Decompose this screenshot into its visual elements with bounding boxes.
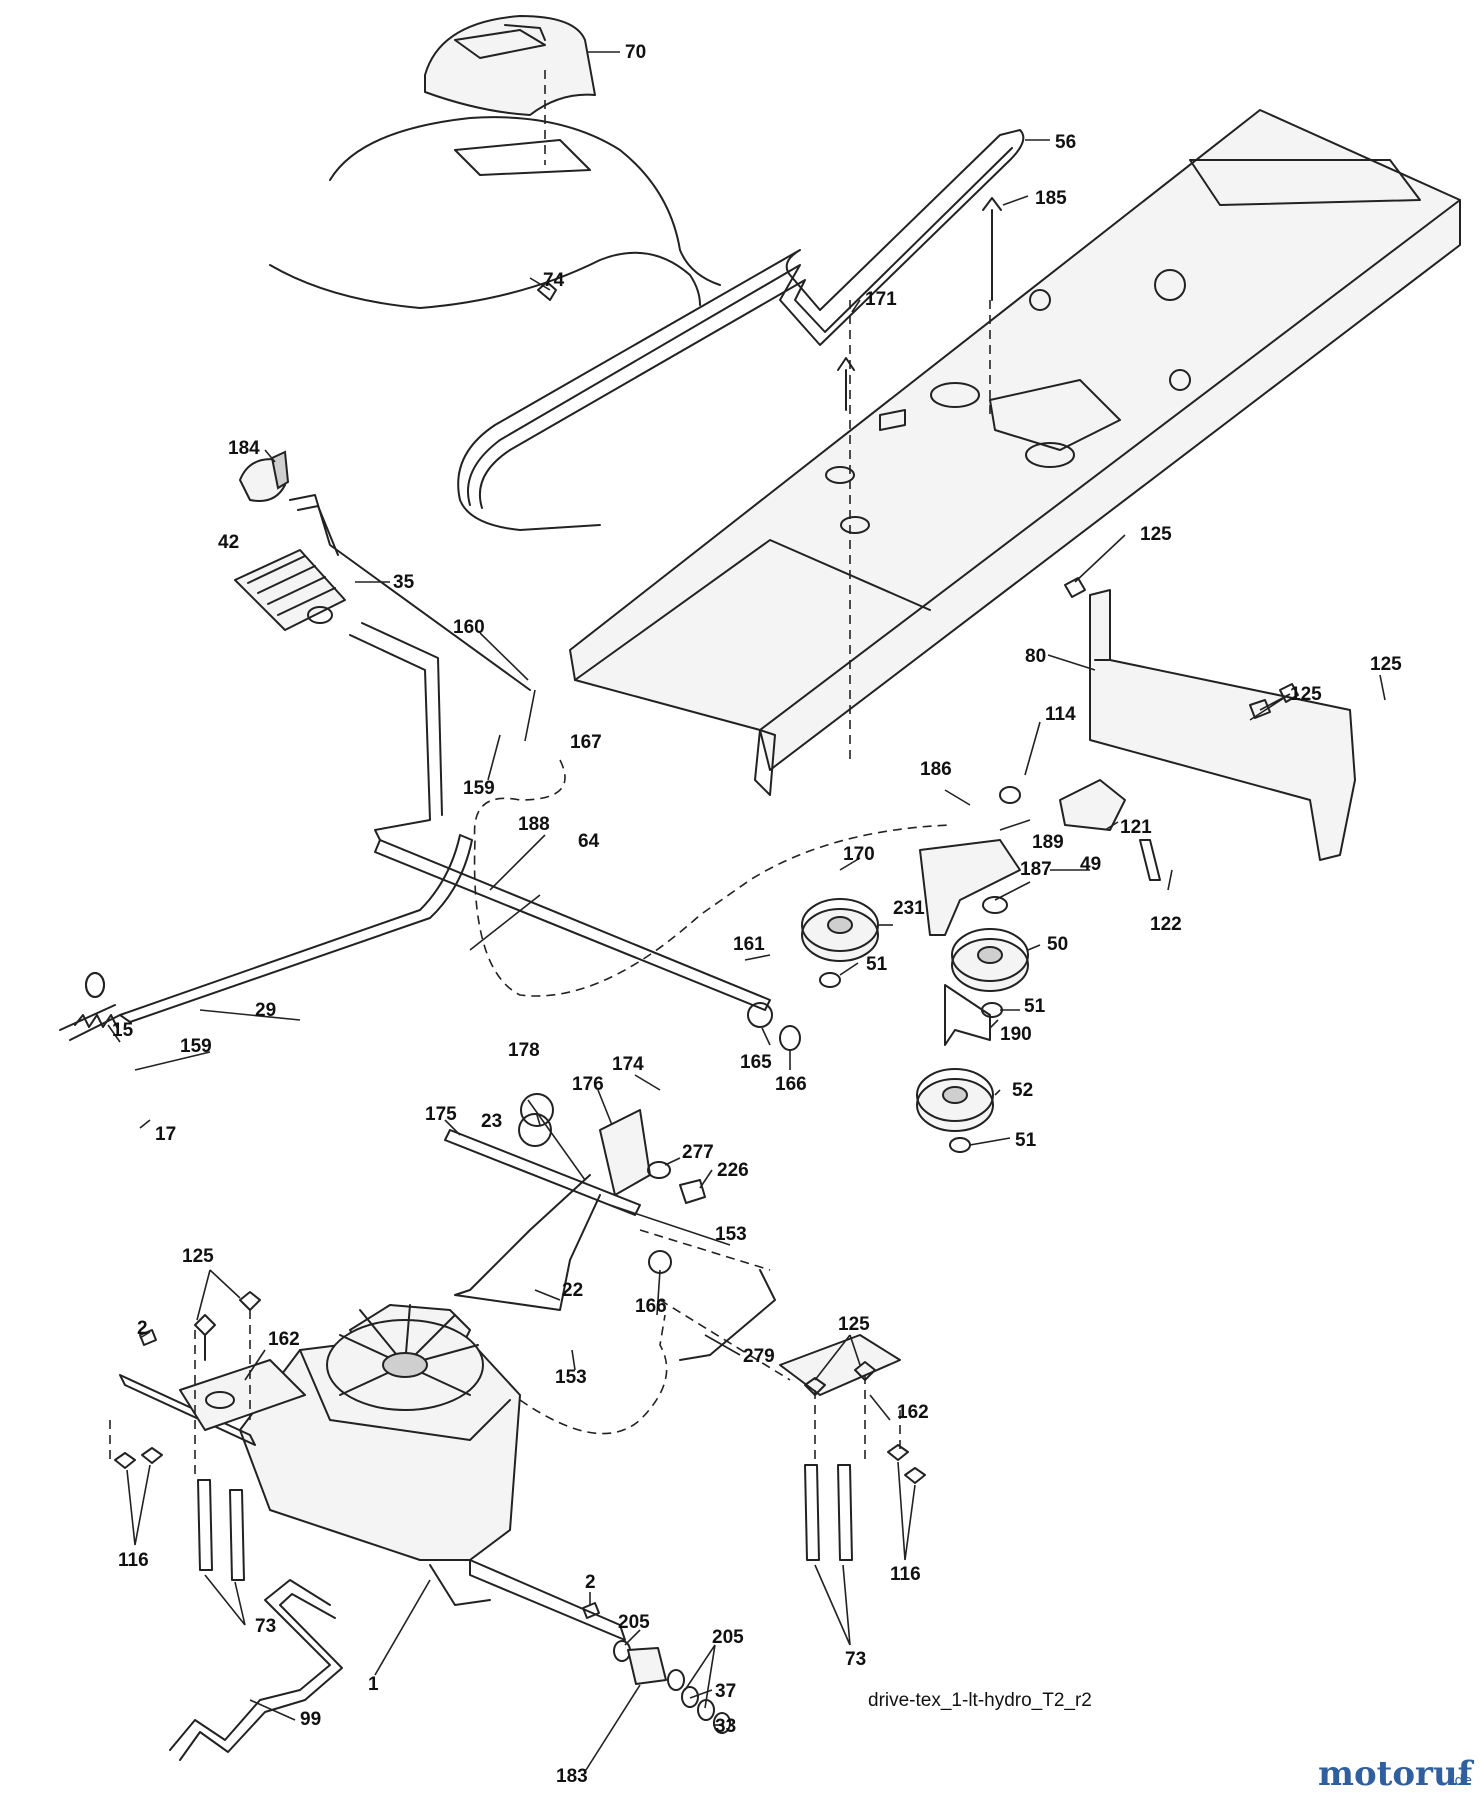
pedal-rod-part [289, 494, 531, 691]
callout-label: 42 [218, 532, 239, 553]
callout-label: 161 [733, 934, 765, 955]
callout-label: 166 [635, 1296, 667, 1317]
callout-label: 153 [715, 1224, 747, 1245]
hood-cover-part [424, 15, 596, 116]
pedal-cap-part [239, 450, 290, 502]
fender-part [269, 116, 721, 309]
hardware-parts [85, 197, 1299, 1734]
callout-label: 99 [300, 1709, 321, 1730]
shift-rod-part [444, 1109, 776, 1361]
pulley-50-part [951, 928, 1029, 992]
callout-label: 226 [717, 1160, 749, 1181]
callout-label: 184 [228, 438, 260, 459]
axle-bracket-right-part [779, 1334, 901, 1396]
belt-guard-part [1089, 589, 1356, 861]
callout-label: 160 [453, 617, 485, 638]
pulley-52-part [916, 1068, 994, 1132]
callout-label: 187 [1020, 859, 1052, 880]
pedal-pad-part [234, 549, 346, 631]
callout-label: 121 [1120, 817, 1152, 838]
guard-bracket-part [1059, 779, 1126, 831]
callout-label: 190 [1000, 1024, 1032, 1045]
callout-label: 116 [890, 1564, 921, 1585]
callout-label: 50 [1047, 934, 1068, 955]
callout-label: 166 [775, 1074, 807, 1095]
callout-label: 37 [715, 1681, 736, 1702]
callout-label: 125 [1140, 524, 1172, 545]
callout-label: 22 [562, 1280, 583, 1301]
main-frame-part [569, 109, 1461, 796]
callout-label: 159 [463, 778, 495, 799]
callout-label: 52 [1012, 1080, 1033, 1101]
callout-label: 186 [920, 759, 952, 780]
callout-label: 188 [518, 814, 550, 835]
transaxle-part [119, 1304, 626, 1641]
pulley-231-part [801, 898, 879, 962]
callout-label: 114 [1045, 704, 1076, 725]
callout-label: 17 [155, 1124, 176, 1145]
callout-label: 125 [1290, 684, 1322, 705]
callout-label: 70 [625, 42, 646, 63]
callout-label: 174 [612, 1054, 644, 1075]
callout-label: 167 [570, 732, 602, 753]
leader-lines [107, 51, 1386, 1771]
axle-bracket-left-part [179, 1359, 306, 1431]
callout-label: 189 [1032, 832, 1064, 853]
callout-labels: 70 56 185 74 171 184 42 35 160 125 80 12… [112, 42, 1402, 1787]
callout-label: 159 [180, 1036, 212, 1057]
dashed-reference-lines [109, 70, 991, 1480]
callout-label: 1 [368, 1674, 379, 1695]
pedal-arm-part [349, 622, 771, 1011]
callout-label: 125 [182, 1246, 214, 1267]
callout-label: 125 [838, 1314, 870, 1335]
callout-label: 175 [425, 1104, 457, 1125]
watermark-tld: .de [1450, 1773, 1472, 1789]
callout-label: 183 [556, 1766, 588, 1787]
callout-label: 171 [865, 289, 897, 310]
callout-label: 73 [845, 1649, 866, 1670]
callout-label: 165 [740, 1052, 772, 1073]
callout-label: 33 [715, 1716, 736, 1737]
watermark-name: motoruf [1318, 1754, 1475, 1794]
callout-label: 51 [1015, 1130, 1037, 1151]
callout-label: 205 [712, 1627, 744, 1648]
callout-label: 51 [1024, 996, 1046, 1017]
callout-label: 122 [1150, 914, 1182, 935]
callout-label: 231 [893, 898, 925, 919]
callout-label: 162 [897, 1402, 929, 1423]
callout-label: 125 [1370, 654, 1402, 675]
callout-label: 277 [682, 1142, 714, 1163]
callout-label: 205 [618, 1612, 650, 1633]
drive-belt-part [457, 129, 1025, 531]
callout-label: 49 [1080, 854, 1101, 875]
callout-label: 56 [1055, 132, 1076, 153]
callout-label: 64 [578, 831, 600, 852]
callout-label: 176 [572, 1074, 604, 1095]
watermark-logo: motoruf .de [1318, 1754, 1475, 1794]
diagram-caption: drive-tex_1-lt-hydro_T2_r2 [868, 1690, 1092, 1711]
callout-label: 23 [481, 1111, 502, 1132]
callout-label: 80 [1025, 646, 1046, 667]
callout-label: 178 [508, 1040, 540, 1061]
callout-label: 185 [1035, 188, 1067, 209]
bypass-rod-part [169, 1579, 343, 1761]
callout-label: 51 [866, 954, 888, 975]
callout-label: 15 [112, 1020, 134, 1041]
callout-label: 2 [137, 1318, 148, 1339]
callout-label: 74 [543, 270, 565, 291]
callout-label: 29 [255, 1000, 276, 1021]
callout-label: 279 [743, 1346, 775, 1367]
callout-label: 170 [843, 844, 875, 865]
callout-label: 162 [268, 1329, 300, 1350]
callout-label: 2 [585, 1572, 596, 1593]
callout-label: 153 [555, 1367, 587, 1388]
callout-label: 35 [393, 572, 415, 593]
linkage-rod-part [119, 834, 473, 1023]
fan-part [326, 1304, 484, 1411]
callout-label: 73 [255, 1616, 276, 1637]
callout-label: 116 [118, 1550, 149, 1571]
